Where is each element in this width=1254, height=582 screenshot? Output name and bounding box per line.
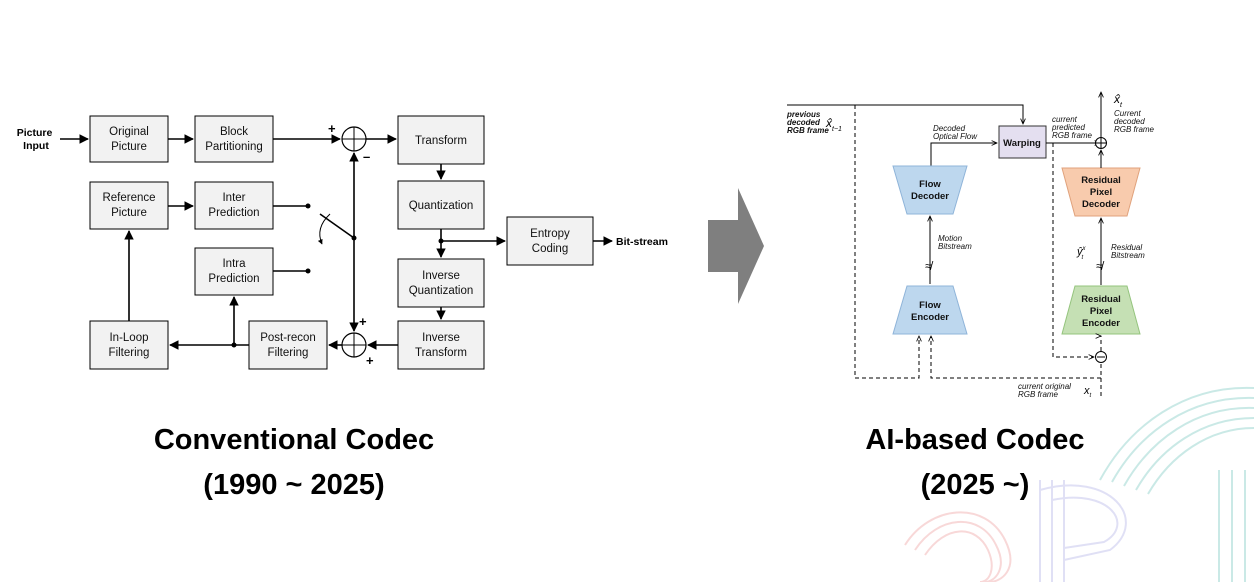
conventional-connectors: [60, 134, 613, 350]
current-predicted-label: current predicted RGB frame: [1051, 115, 1093, 140]
ssp-watermark-logo: [904, 386, 1254, 582]
current-decoded-label: Current decoded RGB frame: [1114, 109, 1155, 134]
prev-frame-symbol: x̂t−1: [825, 116, 842, 133]
right-arrow-icon: [708, 188, 764, 304]
warping-block: Warping: [998, 125, 1047, 159]
ai-caption-years: (2025 ~): [921, 469, 1030, 501]
bit-stream-label: Bit-stream: [616, 236, 668, 248]
subtract-junction: [341, 126, 367, 152]
svg-text:Warping: Warping: [1003, 138, 1041, 149]
plus-sign-bottom: +: [366, 353, 374, 368]
motion-bitstream-quantizer-icon: ≉: [925, 259, 934, 273]
conventional-caption-years: (1990 ~ 2025): [203, 469, 384, 501]
plus-sign-right: +: [359, 314, 367, 329]
quantization-block: Quantization: [397, 180, 485, 230]
reconstruct-add-junction: [1095, 137, 1107, 149]
output-frame-symbol: x̂t: [1113, 92, 1123, 109]
plus-sign-top: +: [328, 121, 336, 136]
original-frame-symbol: xt: [1083, 385, 1092, 399]
previous-frame-label: previous decoded RGB frame: [786, 110, 829, 135]
ai-caption-title: AI-based Codec: [865, 424, 1084, 456]
transform-block: Transform: [397, 115, 485, 165]
residual-bitstream-label: Residual Bitstream: [1111, 243, 1145, 260]
svg-text:Transform: Transform: [415, 135, 467, 147]
svg-text:Quantization: Quantization: [409, 200, 474, 212]
residual-subtract-junction: [1095, 351, 1107, 363]
current-original-label: current original RGB frame: [1018, 382, 1073, 399]
motion-bitstream-label: Motion Bitstream: [938, 234, 972, 251]
minus-sign-top: –: [363, 149, 370, 164]
decoded-flow-label: Decoded Optical Flow: [933, 124, 978, 141]
conventional-caption-title: Conventional Codec: [154, 424, 434, 456]
picture-input-label: Picture Input: [17, 127, 56, 152]
add-junction: [341, 332, 367, 358]
ai-codec-diagram: previous decoded RGB frame x̂t−1 Warping…: [786, 92, 1155, 501]
residual-bitstream-quantizer-icon: ≉: [1096, 259, 1105, 273]
